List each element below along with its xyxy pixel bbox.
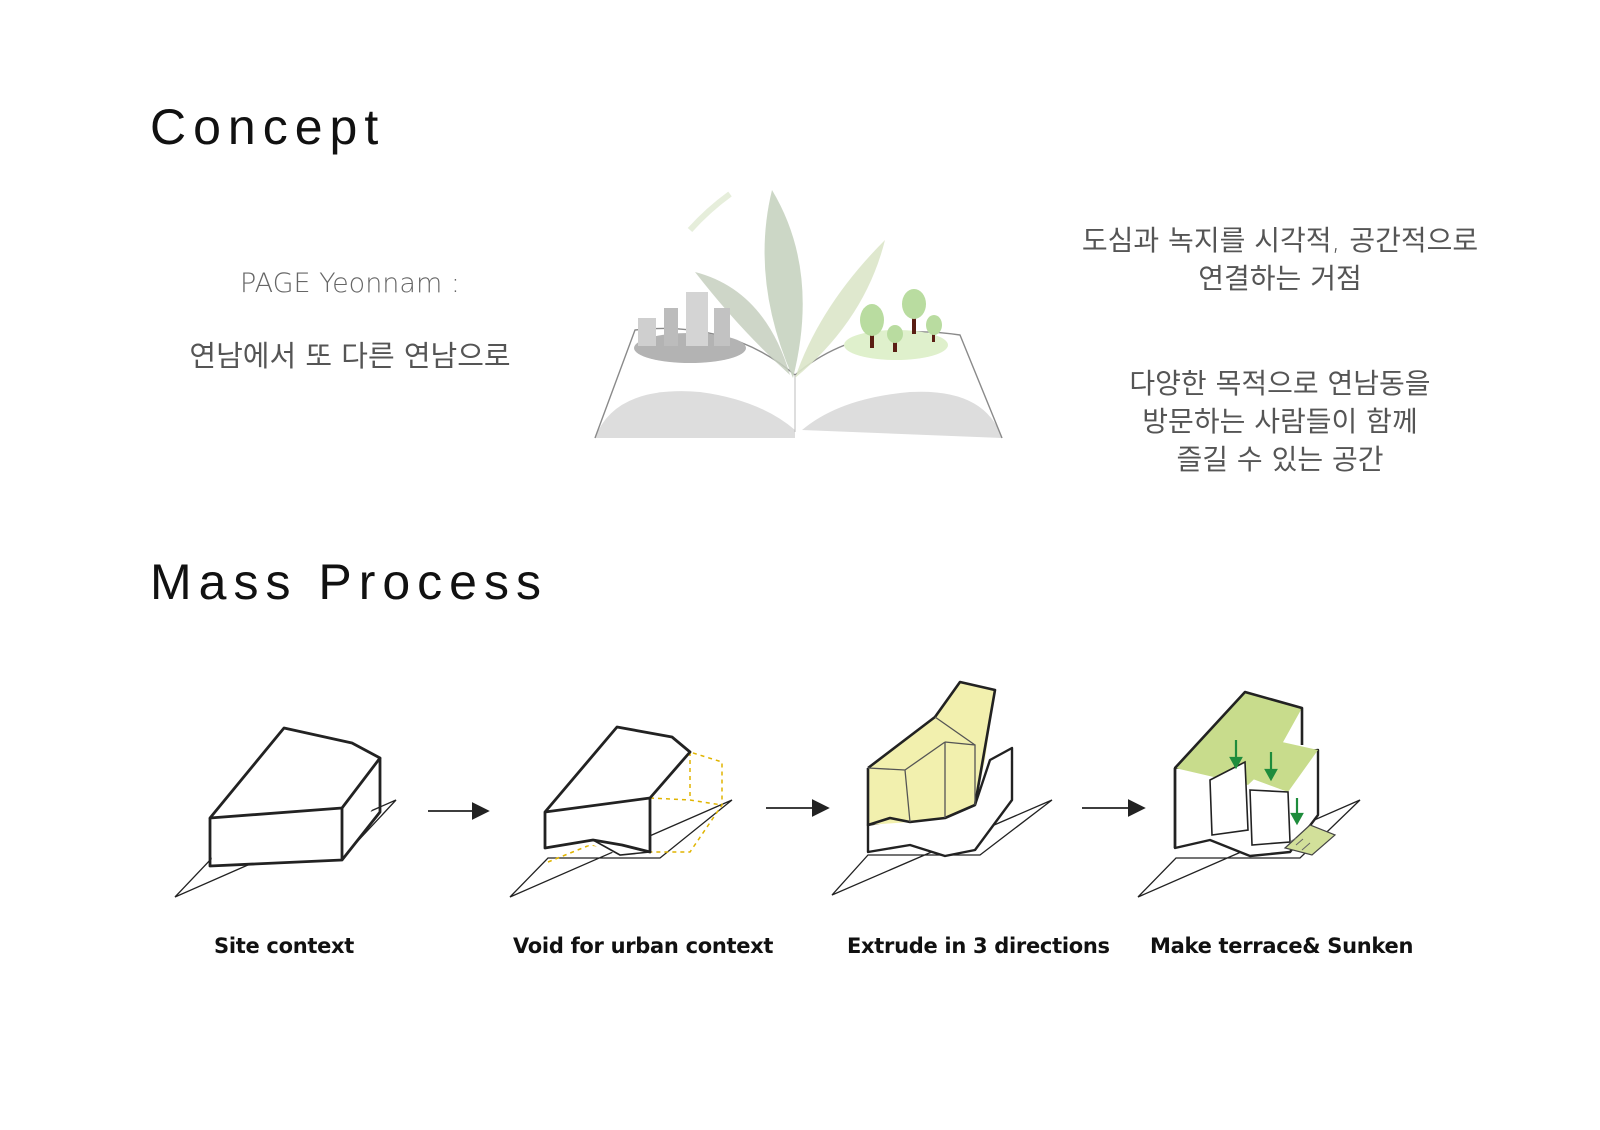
concept-description-1: 도심과 녹지를 시각적, 공간적으로 연결하는 거점 (1060, 222, 1500, 298)
down-arrow-icon (1229, 740, 1304, 826)
step-caption: Extrude in 3 directions (847, 934, 1110, 958)
void-diagram (509, 725, 733, 898)
center-leaf (764, 190, 803, 378)
site-context-diagram (174, 726, 397, 898)
terrace-sunken-diagram (1137, 690, 1361, 898)
left-page-shadow (595, 391, 795, 438)
terrace-block (1249, 789, 1291, 846)
right-leaf (795, 240, 885, 378)
mass-block (210, 728, 380, 866)
step-caption: Site context (214, 934, 355, 958)
building (638, 318, 656, 346)
extruded-volume (868, 682, 995, 825)
open-book-illustration (594, 190, 1003, 439)
terrace-surface (1250, 742, 1318, 792)
concept-description-1-line: 연결하는 거점 (1198, 262, 1362, 295)
concept-heading: Concept (150, 99, 386, 155)
site-plot (509, 799, 733, 898)
step-caption: Void for urban context (513, 934, 774, 958)
step-caption: Make terrace& Sunken (1150, 934, 1414, 958)
concept-description-2-line: 즐길 수 있는 공간 (1176, 443, 1384, 476)
concept-description-2-line: 방문하는 사람들이 함께 (1142, 405, 1418, 438)
lower-mass (866, 746, 1014, 858)
concept-tagline-korean: 연남에서 또 다른 연남으로 (189, 339, 511, 373)
faint-leaf (687, 191, 732, 233)
concept-description-1-line: 도심과 녹지를 시각적, 공간적으로 (1081, 224, 1479, 257)
mass-block (545, 727, 690, 856)
concept-description-2: 다양한 목적으로 연남동을 방문하는 사람들이 함께 즐길 수 있는 공간 (1060, 365, 1500, 479)
left-leaf (695, 272, 790, 375)
concept-tagline-english: PAGE Yeonnam : (240, 268, 460, 299)
building (664, 308, 678, 346)
sunken-area (1283, 824, 1337, 856)
mass-process-heading: Mass Process (150, 554, 548, 610)
extrude-diagram (831, 680, 1053, 896)
terrace-block (1209, 760, 1249, 836)
building (686, 292, 708, 346)
right-page-shadow (802, 391, 1002, 438)
trees (860, 289, 942, 352)
mass-process-diagram (174, 680, 1361, 898)
building (714, 308, 730, 346)
concept-description-2-line: 다양한 목적으로 연남동을 (1129, 367, 1431, 400)
